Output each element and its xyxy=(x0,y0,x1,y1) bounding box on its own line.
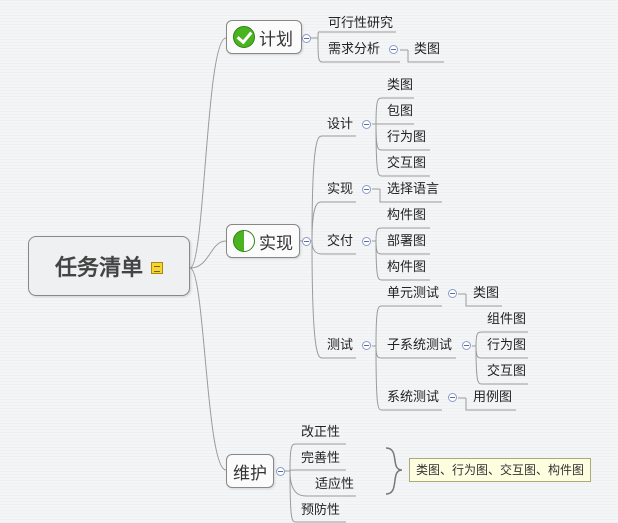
callout-brace xyxy=(385,447,403,495)
collapse-toggle-maintenance[interactable] xyxy=(276,467,285,476)
topic-unit-class[interactable]: 类图 xyxy=(473,286,500,301)
topic-maintenance[interactable]: 维护 xyxy=(226,454,274,488)
root-topic[interactable]: 任务清单 xyxy=(28,236,190,296)
check-complete-icon xyxy=(233,26,255,48)
topic-deliver-component-1[interactable]: 构件图 xyxy=(387,208,427,223)
half-progress-icon xyxy=(233,230,255,252)
summary-callout[interactable]: 类图、行为图、交互图、构件图 xyxy=(409,458,592,482)
collapse-toggle-implementation[interactable] xyxy=(302,237,311,246)
topic-implementation-label: 实现 xyxy=(259,233,293,254)
collapse-toggle-code[interactable] xyxy=(362,185,371,194)
topic-system-test[interactable]: 系统测试 xyxy=(387,390,440,405)
topic-implementation[interactable]: 实现 xyxy=(226,224,300,258)
topic-design-package[interactable]: 包图 xyxy=(387,104,414,119)
topic-design-class[interactable]: 类图 xyxy=(387,78,414,93)
topic-design[interactable]: 设计 xyxy=(327,117,354,132)
topic-choose-language[interactable]: 选择语言 xyxy=(387,182,440,197)
topic-test[interactable]: 测试 xyxy=(327,338,354,353)
note-icon[interactable] xyxy=(151,262,163,274)
collapse-toggle-subsystem-test[interactable] xyxy=(462,341,471,350)
collapse-toggle-deliver[interactable] xyxy=(362,237,371,246)
topic-maintenance-label: 维护 xyxy=(233,463,267,484)
topic-unit-test[interactable]: 单元测试 xyxy=(387,286,440,301)
topic-requirements[interactable]: 需求分析 xyxy=(328,42,381,57)
topic-code[interactable]: 实现 xyxy=(327,182,354,197)
topic-deliver-component-2[interactable]: 构件图 xyxy=(387,260,427,275)
topic-subsystem-interaction[interactable]: 交互图 xyxy=(487,364,527,379)
topic-design-interaction[interactable]: 交互图 xyxy=(387,156,427,171)
topic-subsystem-test[interactable]: 子系统测试 xyxy=(387,338,453,353)
topic-plan[interactable]: 计划 xyxy=(226,20,302,54)
topic-deliver[interactable]: 交付 xyxy=(327,234,354,249)
topic-subsystem-component[interactable]: 组件图 xyxy=(487,312,527,327)
collapse-toggle-design[interactable] xyxy=(362,120,371,129)
topic-corrective[interactable]: 改正性 xyxy=(301,425,341,440)
topic-perfective[interactable]: 完善性 xyxy=(301,451,341,466)
collapse-toggle-unit-test[interactable] xyxy=(448,289,457,298)
topic-req-class-diagram[interactable]: 类图 xyxy=(414,42,441,57)
topic-design-behavior[interactable]: 行为图 xyxy=(387,130,427,145)
collapse-toggle-test[interactable] xyxy=(362,341,371,350)
topic-plan-label: 计划 xyxy=(259,29,293,50)
topic-subsystem-behavior[interactable]: 行为图 xyxy=(487,338,527,353)
topic-adaptive[interactable]: 适应性 xyxy=(315,477,355,492)
topic-use-case[interactable]: 用例图 xyxy=(473,390,513,405)
topic-deliver-deployment[interactable]: 部署图 xyxy=(387,234,427,249)
collapse-toggle-plan[interactable] xyxy=(302,34,311,43)
collapse-toggle-requirements[interactable] xyxy=(389,45,398,54)
collapse-toggle-system-test[interactable] xyxy=(448,393,457,402)
topic-feasibility[interactable]: 可行性研究 xyxy=(328,16,394,31)
root-topic-label: 任务清单 xyxy=(54,256,143,281)
topic-preventive[interactable]: 预防性 xyxy=(301,503,341,518)
